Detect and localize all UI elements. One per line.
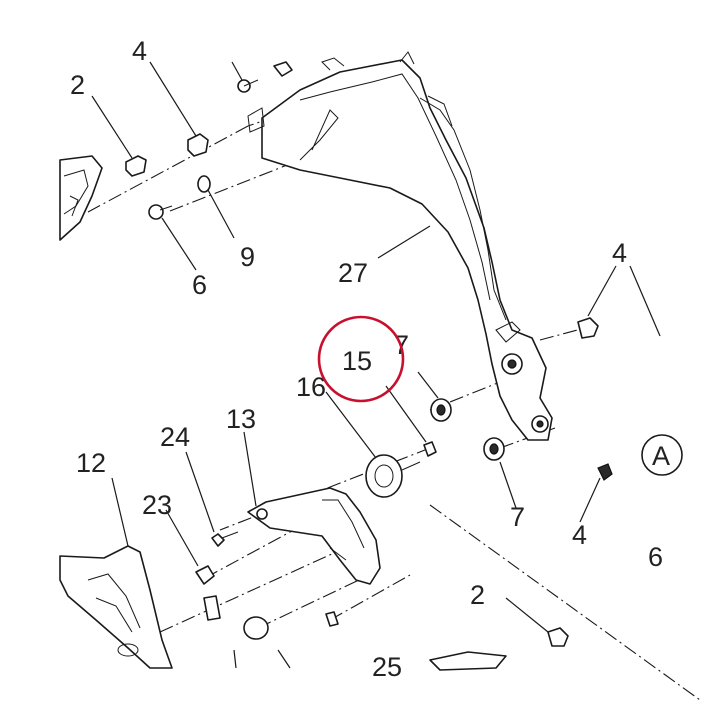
callout-a: A [652,441,670,471]
callout-24: 24 [160,422,190,452]
lower-bracket-13 [195,487,569,647]
clip-lower [203,595,221,621]
axis-screw-25 [329,574,411,621]
axis-grommet-7-top [429,369,531,411]
callout-7-bottom: 7 [510,502,525,532]
leader-lines [91,61,661,669]
callout-4-right: 4 [612,238,627,268]
axis-right-diagonal [429,504,701,701]
clip-4-bottom [597,463,613,481]
lower-left-panel [59,545,173,669]
callout-15: 15 [342,346,372,376]
mounting-hardware-center [365,398,505,498]
clip-4-top [187,133,209,157]
axis-clip-lower [159,547,346,633]
view-marker-a [641,434,683,476]
clip-2-top [125,155,147,177]
callout-12: 12 [76,448,106,478]
side-panel-bracket [261,51,553,441]
callout-6-edge: 6 [648,542,663,572]
bolt-15 [423,441,437,457]
highlight-circle [317,315,405,403]
upper-left-cowl [59,155,103,241]
callout-4-top: 4 [132,36,147,66]
callout-23: 23 [142,490,172,520]
callout-25: 25 [372,652,402,682]
axis-screw-6 [169,159,301,212]
callout-2-top: 2 [70,70,85,100]
nut-23 [195,565,215,585]
axis-screw-lower [257,569,381,629]
spacer-16 [365,454,403,498]
bolt-24 [211,533,225,547]
callout-16: 16 [296,372,326,402]
axis-top-left [87,125,249,213]
callout-9: 9 [240,242,255,272]
washer-9 [197,175,211,193]
screw-lower [243,616,269,640]
top-hardware [125,61,293,220]
right-hardware [577,317,683,481]
callout-6: 6 [192,270,207,300]
callout-4-bottom: 4 [572,520,587,550]
screw-6 [148,204,164,220]
clip-2-bottom [547,627,569,647]
bottom-right-fragment [429,651,507,671]
callout-27: 27 [338,258,368,288]
axis-clip-4-right [539,327,586,341]
screw-25 [325,611,339,627]
clip-4-right [577,317,599,339]
callout-2-bottom: 2 [470,580,485,610]
callout-13: 13 [226,404,256,434]
